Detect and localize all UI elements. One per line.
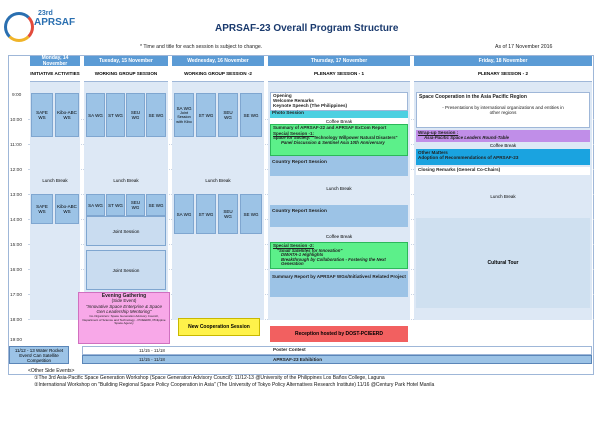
- session-title-tuesday: WORKING GROUP SESSION: [84, 66, 168, 82]
- cultural-tour: Cultural Tour: [416, 218, 590, 308]
- exhibition-bar: 11/15 - 11/18 APRSAF-23 Exhibition: [82, 355, 592, 364]
- safe-ws-afternoon: SAFE WS: [31, 194, 53, 224]
- coffee-break-thursday-1: Coffee Break: [270, 118, 408, 124]
- country-report-session-2: Country Report Session: [270, 205, 408, 227]
- page-title: APRSAF-23 Overall Program Structure: [215, 23, 399, 34]
- hour-label: 15:00: [10, 243, 23, 248]
- wed-seu-wg: SEU WG: [218, 93, 238, 137]
- opening-block: Opening Welcome Remarks Keynote Speech (…: [270, 92, 408, 111]
- wed-st-wg-2: ST WG: [196, 194, 216, 234]
- coffee-break-friday: Coffee Break: [489, 143, 517, 148]
- day-header-wednesday: Wednesday, 16 November: [172, 56, 264, 66]
- wed-sa-wg: SA WG Joint Session with Kibo: [174, 93, 194, 137]
- evening-gathering: Evening Gathering (Side Event) "Innovati…: [78, 292, 170, 344]
- wed-se-wg-2: SE WG: [240, 194, 262, 234]
- tue-st-wg: ST WG: [106, 93, 125, 137]
- lunch-break-wednesday: Lunch Break: [205, 177, 231, 183]
- safe-ws-morning: SAFE WS: [31, 93, 53, 137]
- day-header-monday: Monday, 14 November: [30, 55, 80, 67]
- special-session-2: Special Session -2: "Small Satellites fo…: [270, 242, 408, 269]
- aprsaf-logo-icon: [4, 12, 34, 42]
- session-title-friday: PLENARY SESSION - 2: [414, 66, 592, 82]
- tue-st-wg-2: ST WG: [106, 194, 125, 216]
- space-cooperation-session: Space Cooperation in the Asia Pacific Re…: [416, 92, 590, 128]
- lunch-break-friday: Lunch Break: [490, 193, 516, 199]
- tue-seu-wg-2: SEU WG: [126, 194, 145, 216]
- tue-se-wg: SE WG: [146, 93, 166, 137]
- hour-label: 12:00: [10, 168, 23, 173]
- poster-contest-bar: 11/15 - 11/18 Poster Contest: [82, 346, 592, 355]
- tue-se-wg-2: SE WG: [146, 194, 166, 216]
- hour-label: 11:00: [10, 143, 22, 148]
- tue-seu-wg: SEU WG: [126, 93, 145, 137]
- photo-session: Photo Session: [270, 110, 408, 118]
- water-rocket-event: 11/12 - 13 Water Rocket Event/ Can Satel…: [9, 346, 69, 364]
- other-matters: Other Matters Adoption of Recommendation…: [416, 149, 590, 165]
- footer-line-1: ①The 3rd Asia-Pacific Space Generation W…: [34, 375, 385, 381]
- wrap-up-session: Wrap-up Session : Asia-Pacific Space Lea…: [416, 130, 590, 142]
- reception: Reception hosted by DOST-PCIEERD: [270, 326, 408, 342]
- hour-label: 10:00: [10, 118, 23, 123]
- session-title-thursday: PLENARY SESSION - 1: [268, 66, 410, 82]
- coffee-break-thursday-2: Coffee Break: [325, 233, 353, 239]
- day-header-tuesday: Tuesday, 15 November: [84, 56, 168, 66]
- as-of-date: As of 17 November 2016: [495, 44, 553, 50]
- wed-se-wg: SE WG: [240, 93, 262, 137]
- lunch-break-thursday: Lunch Break: [326, 185, 352, 191]
- hour-label: 13:00: [10, 193, 23, 198]
- special-session-1: Summary of APRSAF-22 and APRSAF ExCom Re…: [270, 124, 408, 156]
- schedule-grid: [8, 55, 594, 375]
- closing-remarks: Closing Remarks (General Co-Chairs): [416, 167, 590, 175]
- day-header-friday: Friday, 18 November: [414, 56, 592, 66]
- hour-label: 17:00: [10, 293, 23, 298]
- country-report-session-1: Country Report Session: [270, 156, 408, 176]
- wed-sa-wg-2: SA WG: [174, 194, 194, 234]
- hour-label: 18:00: [10, 318, 23, 323]
- hour-label: 14:00: [10, 218, 23, 223]
- kibo-ws-afternoon: Kibo-ABC WS: [55, 194, 79, 224]
- tue-sa-wg-2: SA WG: [86, 194, 105, 216]
- hour-label: 16:00: [10, 268, 23, 273]
- logo-number: 23rd: [38, 10, 53, 17]
- lunch-break-monday: Lunch Break: [42, 177, 68, 183]
- wed-st-wg: ST WG: [196, 93, 216, 137]
- tue-joint-session-1: Joint Session: [86, 216, 166, 246]
- hour-label: 19:00: [10, 338, 23, 343]
- tue-sa-wg: SA WG: [86, 93, 105, 137]
- session-title-wednesday: WORKING GROUP SESSION -2: [172, 66, 264, 82]
- session-title-monday: INITIATIVE ACTIVITIES: [30, 66, 80, 82]
- kibo-ws-morning: Kibo-ABC WS: [55, 93, 79, 137]
- footer-heading: <Other Side Events>: [28, 368, 75, 374]
- footer-line-2: ②International Workshop on "Building Reg…: [34, 382, 435, 388]
- logo-name: APRSAF: [34, 17, 76, 28]
- hour-label: 9:00: [12, 93, 22, 98]
- note: * Time and title for each session is sub…: [140, 44, 263, 50]
- wed-seu-wg-2: SEU WG: [218, 194, 238, 234]
- summary-report-wgs: Summary Report by APRSAF WGs/Initiatives…: [270, 271, 408, 297]
- day-header-thursday: Thursday, 17 November: [268, 56, 410, 66]
- lunch-break-tuesday: Lunch Break: [113, 177, 139, 183]
- tue-joint-session-2: Joint Session: [86, 250, 166, 290]
- new-cooperation-session: New Cooperation Session: [178, 318, 260, 336]
